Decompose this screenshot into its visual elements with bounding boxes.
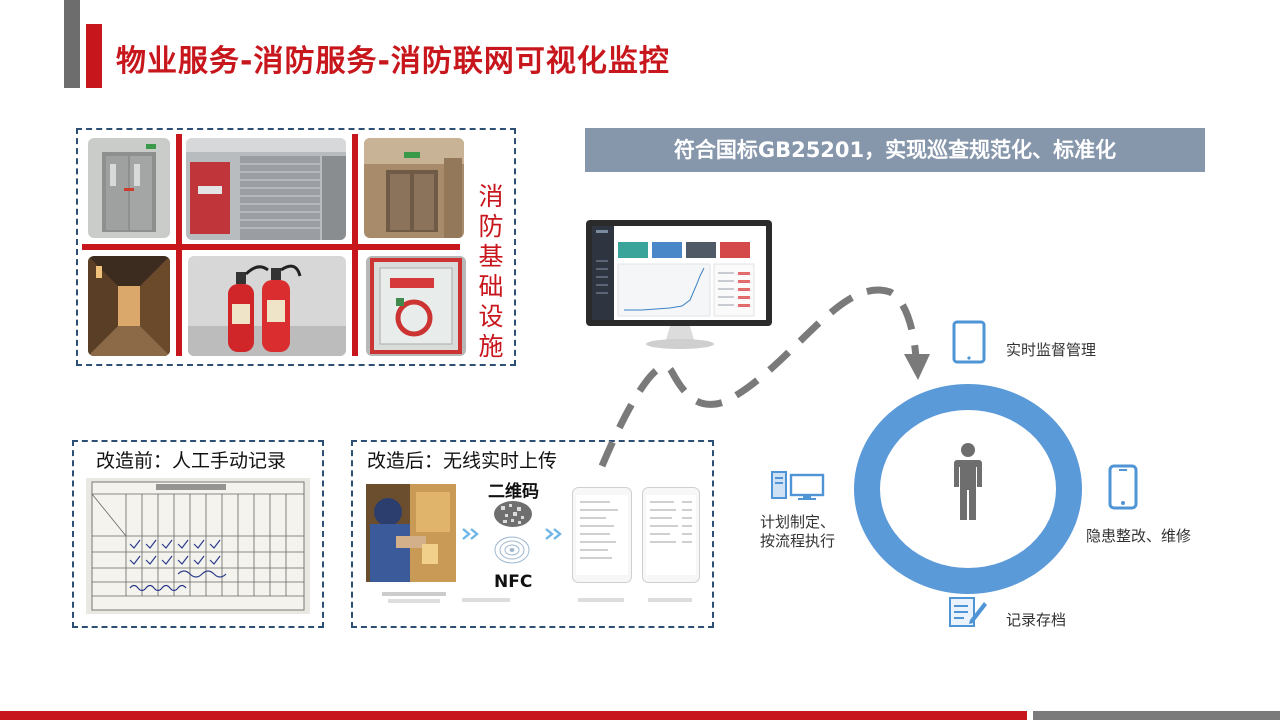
cycle-label-left-2: 按流程执行 — [760, 532, 836, 550]
person-icon — [950, 442, 986, 520]
cycle-label-left-1: 计划制定、 — [760, 513, 836, 531]
grid-divider-horizontal — [82, 244, 460, 250]
before-panel — [72, 440, 324, 628]
dashboard-monitor — [586, 220, 772, 326]
footer-bar-red — [0, 711, 1027, 720]
standard-banner: 符合国标GB25201，实现巡查规范化、标准化 — [585, 128, 1205, 172]
phone-screenshot-list — [572, 487, 632, 583]
nfc-icon — [494, 536, 530, 564]
photo-hydrant-cabinet — [366, 256, 466, 356]
grid-divider-vertical-left — [176, 134, 182, 356]
photo-fire-door — [88, 138, 170, 238]
arrow-right-icon — [545, 525, 565, 540]
photo-elevator-door — [364, 138, 464, 238]
flow-arrow-dashed — [590, 280, 940, 470]
cycle-label-bottom: 记录存档 — [1006, 611, 1067, 629]
inspector-caption-blur — [382, 590, 446, 604]
after-caption: 改造后：无线实时上传 — [367, 450, 558, 472]
cycle-label-right: 隐患整改、维修 — [1086, 527, 1192, 545]
document-pen-icon — [948, 594, 988, 628]
dashboard-screen — [592, 226, 766, 320]
monitor-stand — [644, 326, 716, 350]
qr-code-icon — [493, 500, 533, 528]
before-caption: 改造前：人工手动记录 — [96, 450, 287, 472]
photo-fire-shutter — [186, 138, 346, 240]
grid-divider-vertical-right — [352, 134, 358, 356]
inspector-scan-photo — [366, 484, 456, 582]
photo-corridor — [88, 256, 170, 356]
smartphone-icon — [1108, 464, 1138, 510]
nfc-label: NFC — [494, 572, 533, 592]
facilities-label: 消防基础设施 — [478, 182, 504, 361]
after-panel — [351, 440, 714, 628]
page-title: 物业服务-消防服务-消防联网可视化监控 — [116, 44, 670, 79]
phone-screenshot-detail — [642, 487, 700, 583]
title-accent-red — [86, 24, 102, 88]
paper-record-form-image — [86, 478, 310, 614]
cycle-label-top: 实时监督管理 — [1006, 341, 1097, 359]
desktop-computer-icon — [770, 470, 826, 502]
arrow-right-icon — [462, 525, 482, 540]
footer-bar-gray — [1033, 711, 1280, 720]
title-accent-gray — [64, 0, 80, 88]
qr-code-label: 二维码 — [488, 482, 539, 502]
photo-fire-extinguishers — [188, 256, 346, 356]
tablet-icon — [952, 320, 986, 364]
facilities-panel — [76, 128, 516, 366]
phone-caption-blur — [462, 590, 702, 602]
